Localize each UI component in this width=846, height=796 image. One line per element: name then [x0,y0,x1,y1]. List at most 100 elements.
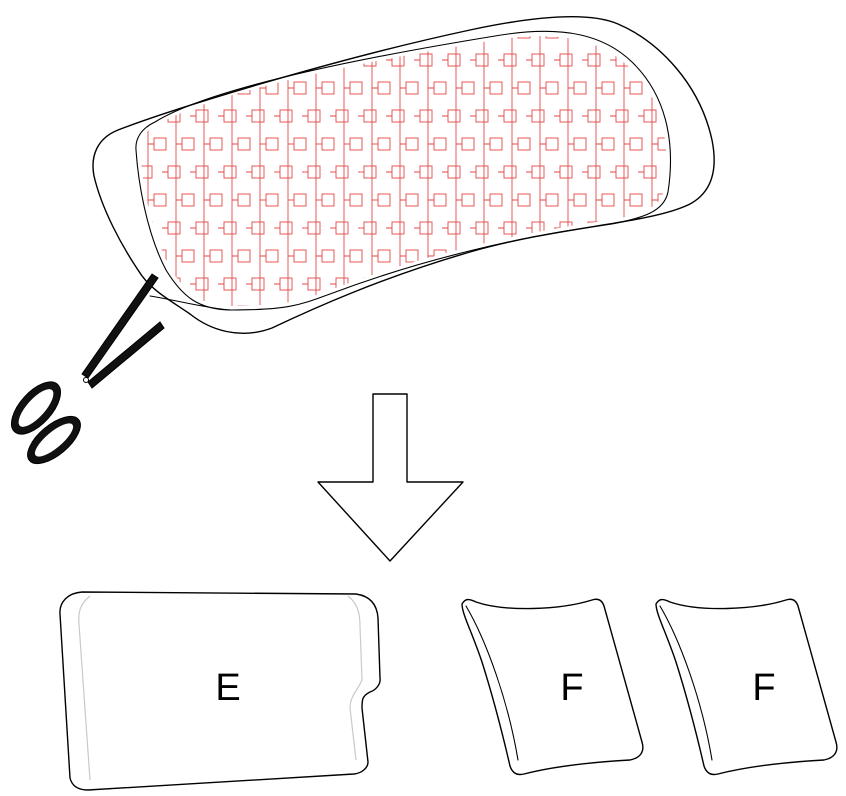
pattern-square [560,334,572,346]
pattern-square [223,53,237,67]
pattern-square [126,26,138,38]
pattern-square [601,249,615,263]
scissors-icon [11,273,165,465]
pattern-square [629,305,643,307]
pattern-square [307,53,321,67]
pattern-square [476,334,488,346]
pattern-square [615,221,629,235]
piece-e-inner-left [78,595,91,781]
piece-e: E [59,591,381,791]
pattern-square [503,277,517,291]
pattern-square [672,278,684,290]
pattern-square [349,36,363,39]
pattern-square [489,249,503,263]
pattern-square [545,249,559,263]
pattern-square [195,53,209,67]
pattern-square [531,277,545,291]
piece-f-2: F [655,598,838,776]
pattern-square [168,334,180,346]
piece-f-2-label: F [752,667,775,709]
pattern-square [391,277,405,291]
pattern-square [349,305,363,307]
fabric-sheet [92,15,715,346]
pattern-square [587,277,601,291]
pattern-square [643,221,657,235]
pattern-square [336,334,348,346]
pattern-square [573,305,587,307]
pattern-square [559,277,573,291]
pattern-square [672,222,684,234]
pattern-square [615,277,629,291]
sheet-inner-edge [135,30,672,311]
pattern-square [545,305,559,307]
piece-e-inner-right [347,595,363,761]
pattern-square [419,277,433,291]
pattern-square [209,36,223,39]
pattern-square [461,305,475,307]
pattern-square [657,249,667,263]
pattern-square [573,249,587,263]
pattern-square [139,53,153,67]
pattern-square [167,53,181,67]
piece-f-1: F [461,598,644,776]
pattern-square [475,277,489,291]
pattern-square [126,82,138,94]
pattern-square [447,277,461,291]
pattern-square [153,36,167,39]
sheet-cut-flap [149,295,231,311]
pattern-square [265,36,279,39]
pattern-square [392,334,404,346]
pattern-square [643,277,657,291]
pattern-square [237,36,251,39]
pattern-square [588,334,600,346]
piece-f-1-label: F [560,667,583,709]
pattern-square [644,334,656,346]
pattern-square [364,334,376,346]
pattern-square [616,334,628,346]
pattern-square [545,36,559,39]
pattern-square [209,81,223,95]
arrow-down-icon [317,393,464,562]
pattern-square [686,250,698,262]
pattern-square [181,36,195,39]
pattern-square [196,334,208,346]
pattern-square [420,334,432,346]
pattern-square [251,53,265,67]
pattern-square [279,53,293,67]
pattern-square [657,305,667,307]
piece-e-label: E [215,667,240,709]
pattern-square [224,334,236,346]
pattern-square [377,36,391,39]
pattern-square [448,334,460,346]
pattern-square [293,36,307,39]
pattern-square [280,334,292,346]
pattern-square [405,36,419,39]
pattern-square [321,36,335,39]
pattern-square [517,249,531,263]
pattern-square [153,305,167,307]
pattern-square [532,334,544,346]
piece-f-1-outline [461,598,644,776]
pattern-square [629,249,643,263]
piece-f-2-outline [655,598,838,776]
pattern-square [686,306,698,318]
pattern-square [377,305,391,307]
pattern-square [517,36,531,39]
pattern-square [321,305,335,307]
pattern-square [433,305,447,307]
piece-f-1-fold [465,605,519,761]
pattern-square [517,305,531,307]
pattern-square [405,305,419,307]
pattern-square [181,81,195,95]
pattern-square [657,36,667,39]
pattern-square [601,305,615,307]
pattern-square [153,81,167,95]
piece-e-outline [59,591,381,791]
pattern-square [308,334,320,346]
pattern-square [672,54,684,66]
pattern-square [504,334,516,346]
pattern-square [686,26,698,38]
pattern-square [672,334,684,346]
pattern-square [252,334,264,346]
